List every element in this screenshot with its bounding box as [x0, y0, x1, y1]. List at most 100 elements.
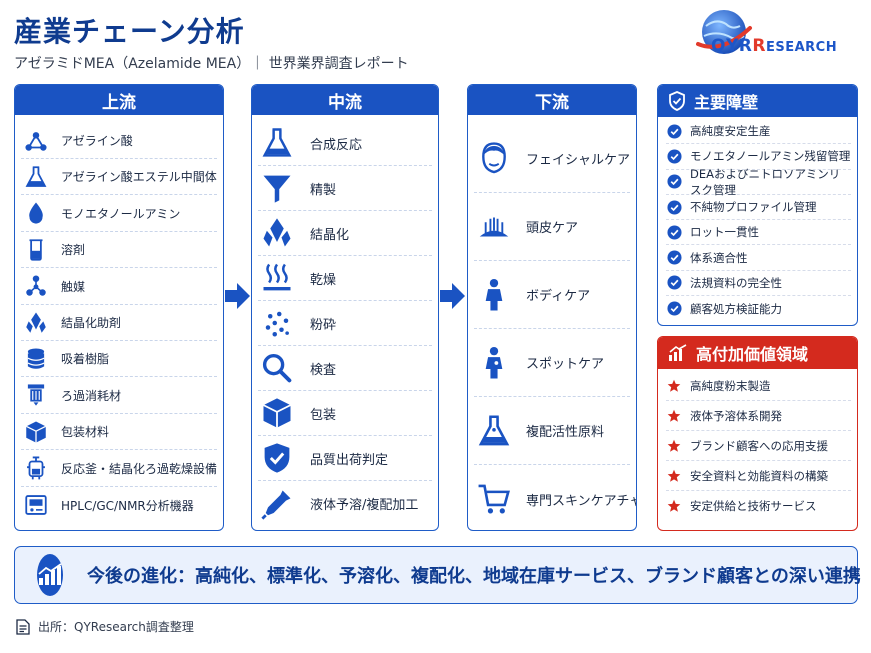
downstream-title: 下流 [468, 85, 636, 115]
item-label: アゼライン酸 [61, 134, 133, 148]
list-item: 安全資料と効能資料の構築 [666, 461, 851, 491]
item-label: 吸着樹脂 [61, 352, 110, 367]
barriers-title: 主要障壁 [694, 93, 759, 112]
check-circle-icon [666, 199, 682, 215]
page-title: 産業チェーン分析 [14, 15, 245, 48]
list-item: 高純度粉末製造 [666, 371, 851, 401]
item-label: 触媒 [61, 279, 86, 294]
list-item: 検査 [258, 346, 432, 391]
flask-icon [258, 124, 296, 162]
upstream-title: 上流 [15, 85, 223, 115]
list-item: DEAおよびニトロソアミンリスク管理 [666, 167, 851, 197]
spot-icon [474, 343, 514, 383]
list-item: 合成反応 [258, 121, 432, 166]
list-item: 包装材料 [21, 414, 217, 451]
value-added-header: 高付加価値領域 [658, 337, 857, 369]
list-item: 結晶化助剤 [21, 305, 217, 341]
list-item: 粉砕 [258, 301, 432, 346]
item-label: 不純物プロファイル管理 [690, 200, 817, 215]
check-circle-icon [666, 250, 682, 266]
catalyst-icon [21, 271, 51, 301]
item-label: 複配活性原料 [526, 425, 605, 440]
list-item: HPLC/GC/NMR分析機器 [21, 487, 217, 523]
list-item: モノエタノールアミン残留管理 [666, 144, 851, 170]
item-label: 合成反応 [310, 137, 363, 153]
page-subtitle: アゼラミドMEA（Azelamide MEA）｜ 世界業界調査レポート [14, 56, 409, 72]
scalp-icon [474, 207, 514, 247]
shield-icon [669, 91, 685, 111]
list-item: 複配活性原料 [474, 397, 630, 465]
item-label: ブランド顧客への応用支援 [690, 438, 828, 453]
item-label: 体系適合性 [690, 250, 748, 265]
list-item: フェイシャルケア [474, 125, 630, 193]
item-label: 品質出荷判定 [310, 452, 389, 468]
star-icon [666, 438, 682, 454]
crystal-icon [258, 214, 296, 252]
globe-icon [696, 10, 752, 54]
face-icon [474, 139, 514, 179]
list-item: 体系適合性 [666, 246, 851, 271]
item-label: 精製 [310, 182, 337, 198]
midstream-title: 中流 [252, 85, 438, 115]
body-icon [474, 275, 514, 315]
list-item: 法規資料の完全性 [666, 271, 851, 297]
list-item: 液体予溶体系開発 [666, 401, 851, 431]
check-circle-icon [666, 174, 682, 190]
list-item: 頭皮ケア [474, 193, 630, 261]
molecule-icon [21, 126, 51, 156]
midstream-panel: 中流 合成反応精製結晶化乾燥粉砕検査包装品質出荷判定液体予溶/複配加工 [251, 84, 439, 531]
item-label: モノエタノールアミン [61, 206, 181, 221]
future-evolution-banner: 今後の進化：高純化、標準化、予溶化、複配化、地域在庫サービス、ブランド顧客との深… [14, 546, 861, 604]
filter-icon [21, 380, 51, 410]
list-item: 精製 [258, 166, 432, 211]
list-item: 品質出荷判定 [258, 436, 432, 481]
list-item: 反応釜・結晶化ろ過乾燥設備 [21, 451, 217, 487]
dropper-icon [258, 485, 296, 523]
barriers-panel: 主要障壁 高純度安定生産モノエタノールアミン残留管理 DEAおよびニトロソアミンリ… [657, 84, 858, 326]
list-item: 高純度安定生産 [666, 119, 851, 145]
flask-icon [21, 162, 51, 192]
list-item: ボディケア [474, 261, 630, 329]
star-icon [666, 378, 682, 394]
item-label: 高純度粉末製造 [690, 378, 771, 393]
list-item: モノエタノールアミン [21, 196, 217, 232]
item-label: ロット一貫性 [690, 225, 759, 240]
item-label: 安定供給と技術サービス [690, 499, 817, 513]
item-label: 検査 [310, 362, 337, 378]
item-label: 高純度安定生産 [690, 124, 771, 139]
check-circle-icon [666, 224, 682, 240]
cart-icon [474, 479, 514, 519]
item-label: 液体予溶体系開発 [690, 408, 782, 423]
item-label: ろ過消耗材 [61, 388, 122, 403]
trend-chart-icon [37, 554, 63, 596]
list-item: 吸着樹脂 [21, 341, 217, 378]
item-label: 反応釜・結晶化ろ過乾燥設備 [61, 461, 218, 476]
item-label: 包装 [310, 407, 337, 423]
item-label: 結晶化助剤 [61, 316, 122, 330]
item-label: モノエタノールアミン残留管理 [690, 149, 851, 164]
growth-chart-icon [669, 344, 687, 361]
list-item: 触媒 [21, 269, 217, 305]
box-icon [258, 394, 296, 432]
source-text: 出所：QYResearch調査整理 [38, 620, 194, 634]
funnel-icon [258, 169, 296, 207]
qyresearch-logo [692, 8, 852, 70]
item-label: 溶剤 [61, 243, 86, 258]
list-item: ロット一貫性 [666, 220, 851, 246]
list-item: 専門スキンケアチャネル [474, 465, 636, 530]
logo-text: QYRRESEARCH [711, 36, 838, 56]
item-label: 専門スキンケアチャネル [526, 493, 636, 509]
item-label: アゼライン酸エステル中間体 [61, 170, 217, 185]
list-item: スポットケア [474, 329, 630, 397]
box-icon [21, 417, 51, 447]
item-label: スポットケア [526, 357, 605, 372]
list-item: 顧客処方検証能力 [666, 296, 851, 321]
check-circle-icon [666, 275, 682, 291]
item-label: 顧客処方検証能力 [690, 301, 782, 316]
item-label: 法規資料の完全性 [690, 275, 782, 290]
crystal-icon [21, 308, 51, 338]
value-added-title: 高付加価値領域 [696, 345, 809, 364]
document-icon [16, 618, 30, 635]
shield-check-icon [258, 439, 296, 477]
item-label: 粉砕 [310, 317, 337, 333]
